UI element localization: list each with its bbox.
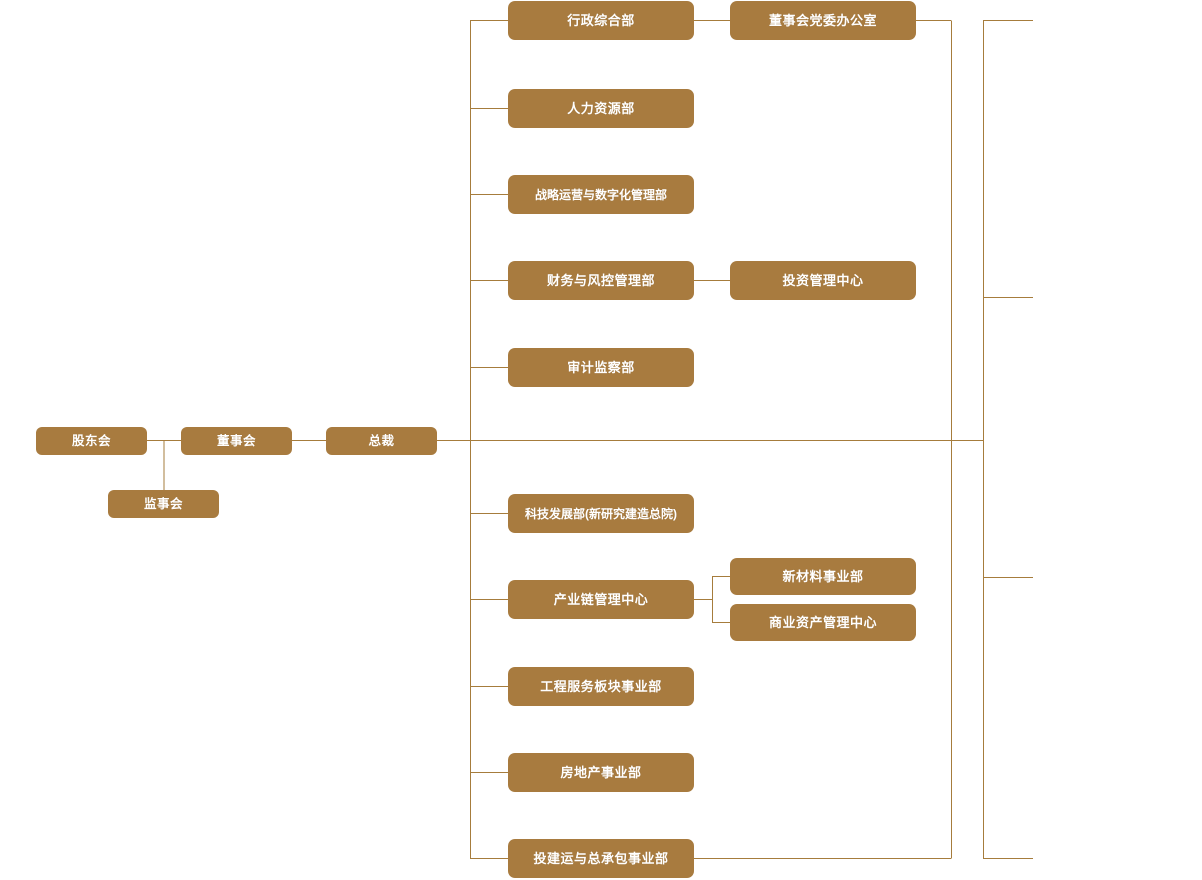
node-strategy-operations-digital-department[interactable]: 战略运营与数字化管理部 (508, 175, 694, 214)
node-technology-development-department[interactable]: 科技发展部(新研究建造总院) (508, 494, 694, 533)
node-human-resources-department[interactable]: 人力资源部 (508, 89, 694, 128)
node-president[interactable]: 总裁 (326, 427, 437, 455)
node-engineering-services-division[interactable]: 工程服务板块事业部 (508, 667, 694, 706)
node-investment-construction-epc-division[interactable]: 投建运与总承包事业部 (508, 839, 694, 878)
node-real-estate-division[interactable]: 房地产事业部 (508, 753, 694, 792)
node-audit-supervision-department[interactable]: 审计监察部 (508, 348, 694, 387)
node-new-materials-division[interactable]: 新材料事业部 (730, 558, 916, 595)
node-finance-risk-control-department[interactable]: 财务与风控管理部 (508, 261, 694, 300)
node-admin-general-department[interactable]: 行政综合部 (508, 1, 694, 40)
node-investment-management-center[interactable]: 投资管理中心 (730, 261, 916, 300)
node-board-of-directors[interactable]: 董事会 (181, 427, 292, 455)
node-board-of-supervisors[interactable]: 监事会 (108, 490, 219, 518)
node-board-party-committee-office[interactable]: 董事会党委办公室 (730, 1, 916, 40)
node-industry-chain-management-center[interactable]: 产业链管理中心 (508, 580, 694, 619)
node-shareholders[interactable]: 股东会 (36, 427, 147, 455)
node-commercial-asset-management-center[interactable]: 商业资产管理中心 (730, 604, 916, 641)
